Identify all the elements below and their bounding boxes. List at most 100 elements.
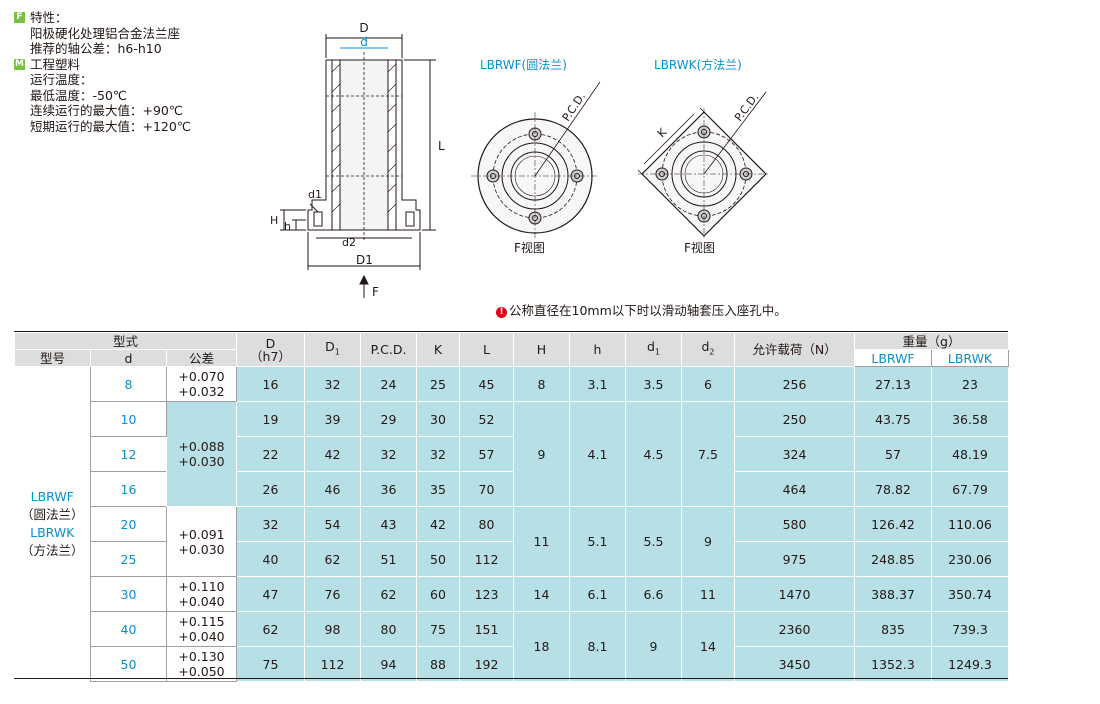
cell-K: 60 bbox=[416, 576, 460, 612]
cell-d: 30 bbox=[90, 576, 167, 612]
table-row: 40 +0.115+0.040 62 98 80 75 151 18 8.1 9… bbox=[15, 611, 1009, 682]
cell-D1: 46 bbox=[304, 471, 361, 507]
col-model-header: 型号 bbox=[14, 349, 91, 367]
col-load-header: 允许载荷（N） bbox=[734, 332, 855, 367]
cell-pcd: 94 bbox=[360, 646, 417, 682]
cell-tol: +0.070+0.032 bbox=[166, 366, 237, 402]
cell-H: 14 bbox=[513, 576, 570, 612]
table-row: 16 26 46 36 35 70 464 78.82 67.79 bbox=[15, 471, 1009, 507]
cell-D1: 39 bbox=[304, 401, 361, 437]
cell-load: 975 bbox=[734, 541, 855, 577]
cell-D: 40 bbox=[236, 541, 305, 577]
cell-weight-k: 67.79 bbox=[931, 471, 1009, 507]
force-F-label: F bbox=[372, 285, 379, 299]
cell-tol: +0.115+0.040 bbox=[166, 611, 237, 647]
cell-d: 16 bbox=[90, 471, 167, 507]
model-lbrwf-note: （圆法兰） bbox=[20, 507, 84, 523]
cell-D: 19 bbox=[236, 401, 305, 437]
cell-load: 250 bbox=[734, 401, 855, 437]
cell-weight-f: 248.85 bbox=[854, 541, 932, 577]
col-tol-header: 公差 bbox=[166, 349, 237, 367]
square-view-caption: F视图 bbox=[684, 240, 715, 255]
round-pcd-label: P.C.D. bbox=[560, 90, 588, 123]
col-weight-lbrwk-header: LBRWK bbox=[931, 349, 1009, 367]
model-cell: LBRWF （圆法兰） LBRWK （方法兰） bbox=[14, 366, 91, 682]
cell-weight-f: 388.37 bbox=[854, 576, 932, 612]
cell-weight-k: 110.06 bbox=[931, 506, 1009, 542]
cell-D: 47 bbox=[236, 576, 305, 612]
cell-pcd: 51 bbox=[360, 541, 417, 577]
dim-d-label: d bbox=[360, 35, 368, 49]
table-bottom-rule bbox=[14, 678, 1008, 679]
cell-d2: 7.5 bbox=[681, 401, 735, 507]
cell-d2: 6 bbox=[681, 366, 735, 402]
cell-weight-k: 1249.3 bbox=[931, 646, 1009, 682]
cell-d1: 4.5 bbox=[625, 401, 682, 507]
dim-d1-label: d1 bbox=[308, 188, 322, 201]
cell-weight-k: 48.19 bbox=[931, 436, 1009, 472]
cell-load: 3450 bbox=[734, 646, 855, 682]
cell-d1: 5.5 bbox=[625, 506, 682, 577]
cell-K: 30 bbox=[416, 401, 460, 437]
cell-weight-k: 739.3 bbox=[931, 611, 1009, 647]
cell-d: 50 bbox=[90, 646, 167, 682]
cell-weight-f: 835 bbox=[854, 611, 932, 647]
col-L-header: L bbox=[459, 332, 514, 367]
material-line: 运行温度： bbox=[30, 72, 93, 87]
cell-load: 256 bbox=[734, 366, 855, 402]
cell-d2: 9 bbox=[681, 506, 735, 577]
table-row: LBRWF （圆法兰） LBRWK （方法兰） 8 +0.070+0.032 1… bbox=[14, 366, 1009, 682]
cell-K: 35 bbox=[416, 471, 460, 507]
cell-tol: +0.110+0.040 bbox=[166, 576, 237, 612]
cell-load: 324 bbox=[734, 436, 855, 472]
material-line: 连续运行的最大值：+90℃ bbox=[30, 103, 183, 118]
col-d1-header: d1 bbox=[625, 332, 682, 367]
cell-load: 1470 bbox=[734, 576, 855, 612]
col-K-header: K bbox=[416, 332, 460, 367]
cell-D1: 32 bbox=[304, 366, 361, 402]
cell-D1: 98 bbox=[304, 611, 361, 647]
feature-line: 推荐的轴公差：h6-h10 bbox=[30, 41, 162, 56]
cell-H: 9 bbox=[513, 401, 570, 507]
press-fit-note: !公称直径在10mm以下时以滑动轴套压入座孔中。 bbox=[496, 300, 787, 319]
round-flange-title: LBRWF(圆法兰) bbox=[480, 58, 567, 72]
dim-D-label: D bbox=[359, 21, 368, 35]
cell-L: 52 bbox=[459, 401, 514, 437]
dim-d2-label: d2 bbox=[342, 236, 356, 249]
square-flange-title: LBRWK(方法兰) bbox=[654, 57, 742, 72]
spec-table: 型式 D（h7） D1 P.C.D. K L H h d1 d2 允许载荷（N）… bbox=[14, 332, 1009, 682]
table-row: 12 22 42 32 32 57 324 57 48.19 bbox=[15, 436, 1009, 472]
feature-heading: F 特性： bbox=[14, 10, 191, 26]
cell-d1: 3.5 bbox=[625, 366, 682, 402]
type-group-header: 型式 bbox=[14, 332, 237, 350]
cell-D: 62 bbox=[236, 611, 305, 647]
model-lbrwf: LBRWF bbox=[30, 489, 74, 505]
table-row: 25 40 62 51 50 112 975 248.85 230.06 bbox=[15, 541, 1009, 577]
cell-weight-f: 57 bbox=[854, 436, 932, 472]
cell-weight-f: 78.82 bbox=[854, 471, 932, 507]
feature-line: 阳极硬化处理铝合金法兰座 bbox=[30, 25, 181, 41]
square-pcd-label: P.C.D. bbox=[732, 91, 761, 124]
cell-D: 22 bbox=[236, 436, 305, 472]
dim-h-label: h bbox=[284, 220, 291, 233]
material-title: 工程塑料 bbox=[30, 56, 81, 72]
cell-pcd: 29 bbox=[360, 401, 417, 437]
material-line: 短期运行的最大值：+120℃ bbox=[30, 118, 191, 134]
cell-h: 6.1 bbox=[569, 576, 626, 612]
cell-D1: 42 bbox=[304, 436, 361, 472]
material-line: 最低温度：-50℃ bbox=[30, 87, 127, 103]
col-weight-lbrwf-header: LBRWF bbox=[854, 349, 932, 367]
cell-weight-k: 230.06 bbox=[931, 541, 1009, 577]
cell-L: 151 bbox=[459, 611, 514, 647]
cell-pcd: 62 bbox=[360, 576, 417, 612]
cell-d: 12 bbox=[90, 436, 167, 472]
col-H-header: H bbox=[513, 332, 570, 367]
cell-D: 32 bbox=[236, 506, 305, 542]
cell-d: 20 bbox=[90, 506, 167, 542]
col-h-header: h bbox=[569, 332, 626, 367]
cell-D: 75 bbox=[236, 646, 305, 682]
col-weight-header: 重量（g） bbox=[854, 332, 1009, 350]
cell-D1: 112 bbox=[304, 646, 361, 682]
cell-d: 8 bbox=[90, 366, 167, 402]
cell-load: 580 bbox=[734, 506, 855, 542]
